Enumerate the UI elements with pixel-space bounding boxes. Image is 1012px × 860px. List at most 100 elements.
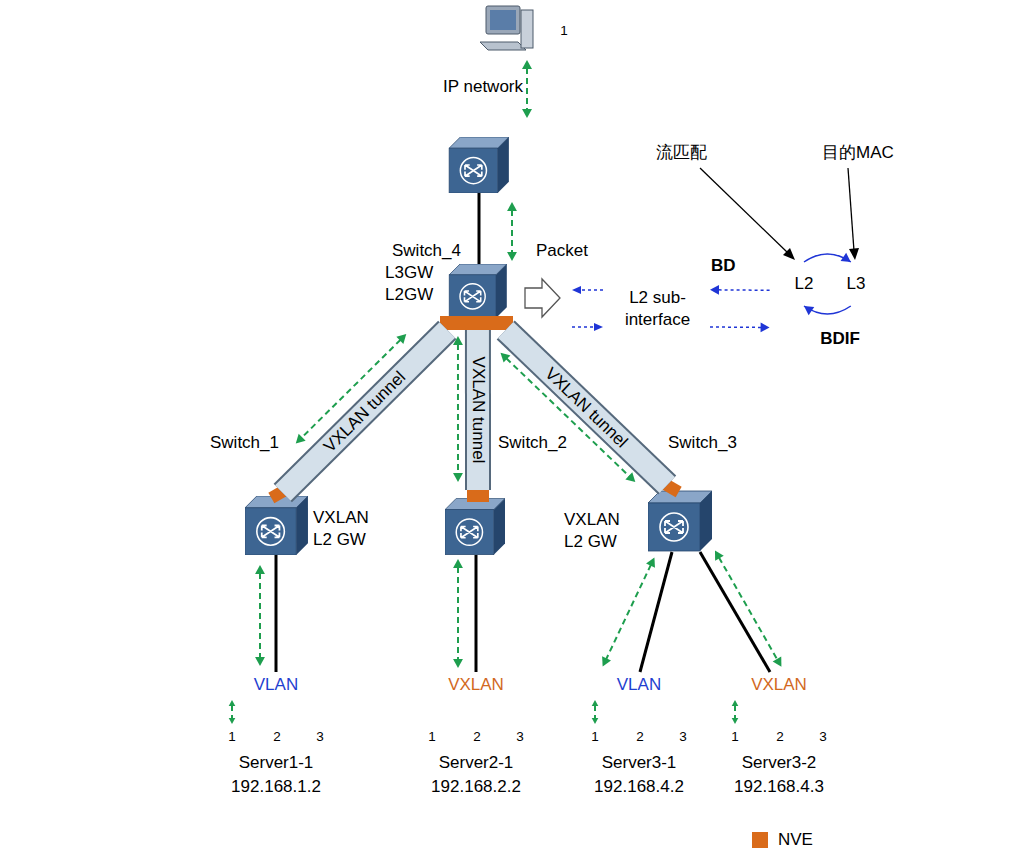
ellipse-shape <box>566 248 794 356</box>
node-text: 3 <box>316 726 324 748</box>
vm-circle: 1 <box>221 726 243 748</box>
arrowhead <box>625 472 635 482</box>
arrowhead <box>507 252 517 261</box>
node-text: Server3-2 <box>713 752 845 774</box>
node-text: 2 <box>273 726 281 748</box>
flow-arrow <box>522 60 532 118</box>
arrowhead <box>229 718 236 724</box>
tunnel-outline <box>283 330 448 493</box>
flow-line <box>259 573 261 658</box>
arrowhead <box>507 202 517 211</box>
dashed-box <box>411 661 541 807</box>
connector <box>715 551 781 667</box>
arrowhead <box>732 718 739 724</box>
box-shape <box>726 673 833 698</box>
node-text: 1 <box>228 726 236 748</box>
node-text: 192.168.4.3 <box>713 776 845 798</box>
box-shape <box>606 280 710 339</box>
switch: Switch_2 <box>445 490 505 555</box>
tunnel-body <box>467 330 489 490</box>
flow-line <box>457 567 459 660</box>
node-text: 192.168.4.2 <box>573 776 705 798</box>
tunnel-body <box>506 330 668 485</box>
legend-text: NVE <box>778 829 813 851</box>
node-text: Server2-1 <box>410 752 542 774</box>
connector <box>710 285 770 295</box>
node-text: 192.168.2.2 <box>410 776 542 798</box>
arrowhead <box>602 656 611 666</box>
arrowhead <box>592 718 599 724</box>
flow-line <box>457 344 459 474</box>
arrowhead <box>453 659 463 668</box>
nve-bar <box>440 316 513 330</box>
computer-icon <box>480 6 533 50</box>
server-group: Server3-1192.168.4.2VLAN123 <box>573 660 705 808</box>
nve-bar <box>467 489 489 502</box>
circle-shape <box>422 727 443 748</box>
node-text: 1 <box>731 726 739 748</box>
switch: Switch_1VXLAN L2 GW <box>245 493 308 555</box>
node-text: 1 <box>591 726 599 748</box>
node-text: IP network <box>443 76 523 98</box>
circle-shape <box>222 727 243 748</box>
arrowhead <box>255 657 265 666</box>
circle-shape <box>630 727 651 748</box>
arrowhead <box>646 557 655 567</box>
arrowhead <box>715 551 724 561</box>
tunnel-outline <box>506 330 668 485</box>
callout-number: 1 <box>553 20 575 42</box>
connector <box>602 557 655 666</box>
connector <box>710 322 770 332</box>
flow-line <box>719 557 778 659</box>
arrowhead <box>841 253 851 262</box>
connector <box>507 202 517 261</box>
arrowhead <box>710 285 719 295</box>
node-text: L3 <box>847 273 866 295</box>
legend-swatch <box>752 832 768 848</box>
node-text: 3 <box>679 726 687 748</box>
network-bar: VLAN <box>585 672 693 698</box>
cylinder-body <box>777 233 918 356</box>
node-text: VXLAN L2 GW <box>564 509 630 553</box>
arrowhead <box>396 334 406 344</box>
node-text: Switch_3 <box>668 432 748 454</box>
edge-label: VXLAN tunnel <box>319 365 412 457</box>
connector <box>229 700 236 724</box>
circle-shape <box>554 21 575 42</box>
bdif-cylinder: BDIFL2L3 <box>765 232 918 356</box>
annotation-label: 目的MAC <box>822 142 894 164</box>
packet-arrow <box>525 279 560 317</box>
router-icon <box>449 137 509 193</box>
dashed-box <box>574 661 704 807</box>
node-text: L2 <box>795 273 814 295</box>
arrowhead <box>453 559 463 568</box>
connector <box>592 700 599 724</box>
switch-icon <box>445 498 505 554</box>
tunnel-body <box>283 330 448 493</box>
connector <box>283 330 448 493</box>
network-bar: VXLAN <box>725 672 833 698</box>
flow-line <box>710 326 762 328</box>
tunnel-outline <box>465 330 491 490</box>
arrowhead <box>229 700 236 706</box>
node-text: Switch_2 <box>498 432 578 454</box>
box-shape <box>586 673 693 698</box>
flow-line <box>594 705 596 719</box>
node-text: 2 <box>473 726 481 748</box>
dashed-box <box>714 661 844 807</box>
network-bar: VLAN <box>222 672 330 698</box>
node-text: 192.168.1.2 <box>210 776 342 798</box>
circle-shape <box>267 727 288 748</box>
circle-shape <box>310 727 331 748</box>
box-shape <box>779 263 830 306</box>
connector <box>804 253 851 262</box>
sub-interface-box: L2 sub-interface <box>605 279 710 339</box>
node-text: L2 sub-interface <box>608 287 707 331</box>
vm-circle: 1 <box>421 726 443 748</box>
connector <box>501 330 668 485</box>
node-text: Server3-1 <box>573 752 705 774</box>
server-group: Server2-1192.168.2.2VXLAN123 <box>410 660 542 808</box>
circle-shape <box>725 727 746 748</box>
flow-line <box>231 705 233 719</box>
